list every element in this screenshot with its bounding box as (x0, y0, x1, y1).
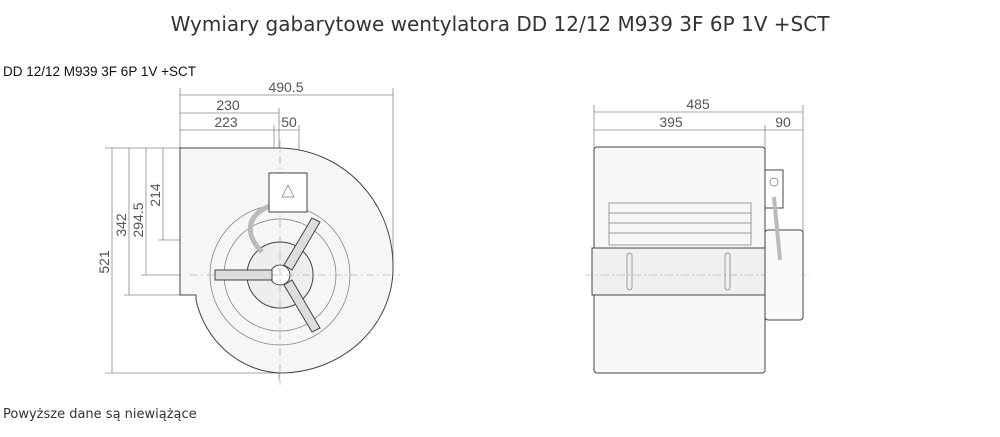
page-title: Wymiary gabarytowe wentylatora DD 12/12 … (170, 12, 830, 36)
model-label: DD 12/12 M939 3F 6P 1V +SCT (3, 64, 196, 79)
dim-490-5: 490.5 (268, 79, 303, 95)
dim-521: 521 (96, 250, 112, 274)
dim-395: 395 (659, 114, 683, 130)
dim-214: 214 (147, 183, 163, 207)
front-view: 490.5 230 223 50 521 342 294.5 214 (96, 79, 400, 385)
dim-294-5: 294.5 (130, 202, 146, 237)
dim-485: 485 (686, 96, 710, 112)
warning-icon (281, 184, 295, 198)
junction-box (268, 172, 308, 213)
dim-50: 50 (281, 114, 297, 130)
dim-90: 90 (775, 114, 791, 130)
dim-230: 230 (216, 97, 240, 113)
side-view: 485 395 90 (585, 96, 810, 374)
dim-223: 223 (214, 114, 238, 130)
disclaimer-note: Powyższe dane są niewiążące (3, 407, 197, 422)
dim-342: 342 (113, 213, 129, 237)
